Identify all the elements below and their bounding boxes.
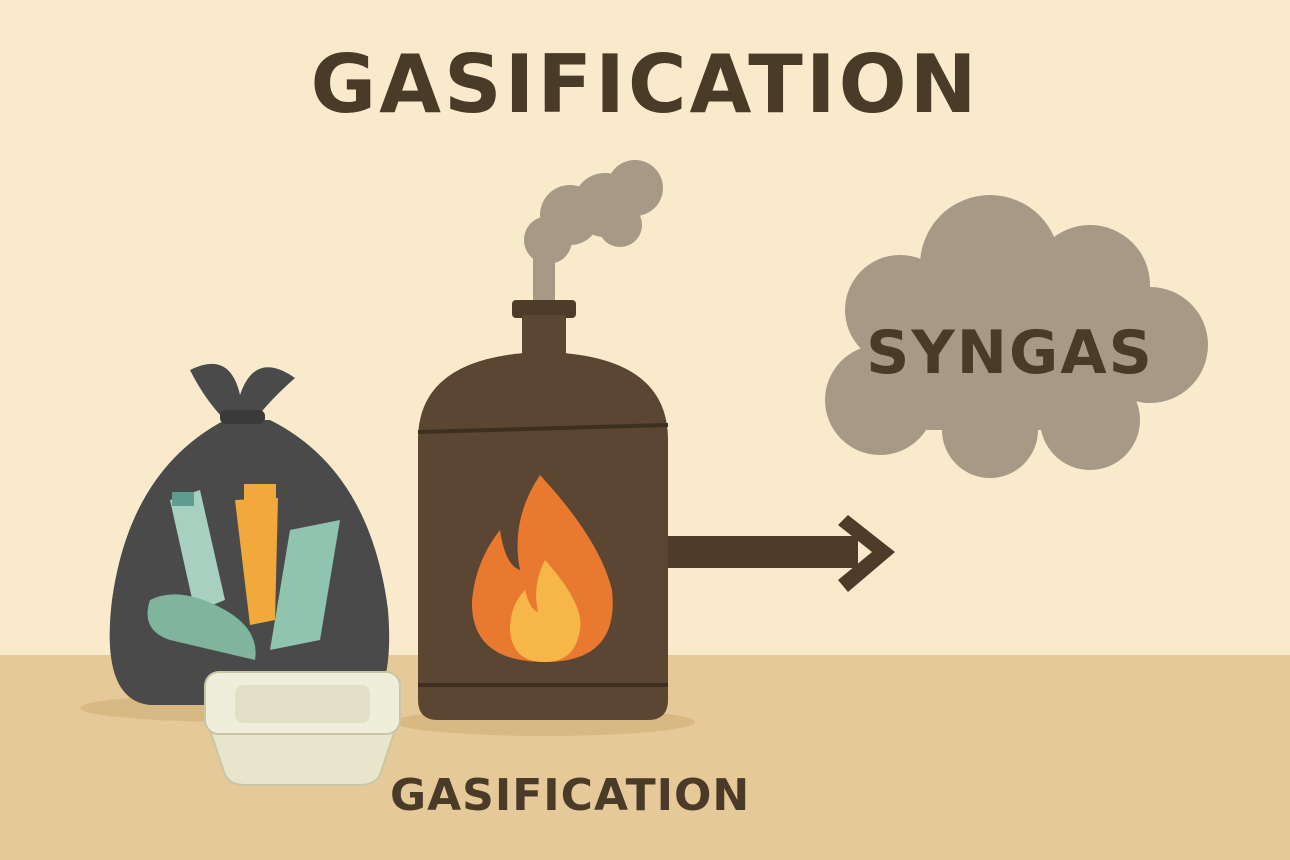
trash-bag-icon	[109, 363, 390, 705]
process-label: GASIFICATION	[390, 770, 751, 821]
foam-container-icon	[204, 671, 401, 786]
page-title: GASIFICATION	[310, 38, 980, 131]
syngas-label: SYNGAS	[866, 318, 1154, 388]
syngas-cloud	[825, 195, 1208, 478]
arrow-icon	[668, 515, 895, 592]
flame-icon	[471, 475, 613, 662]
smoke-icon	[524, 160, 663, 310]
